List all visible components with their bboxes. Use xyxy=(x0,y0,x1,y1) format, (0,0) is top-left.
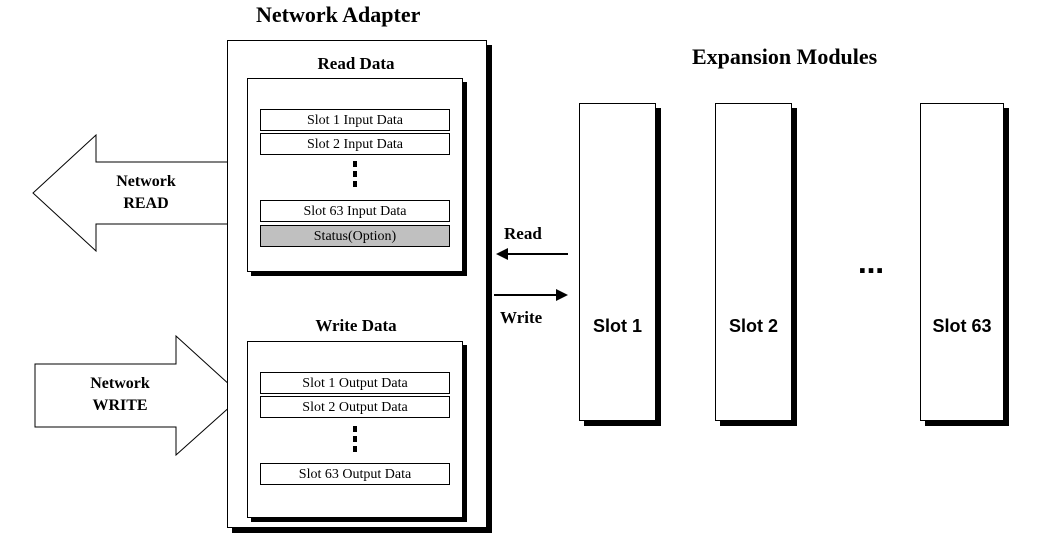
network-read-label: Network READ xyxy=(96,171,196,215)
read-arrow-head xyxy=(496,248,508,260)
network-write-line2: WRITE xyxy=(92,397,148,414)
read-data-box: Slot 1 Input Data Slot 2 Input Data Slot… xyxy=(247,78,463,272)
slot-module-2: Slot 2 xyxy=(715,103,792,421)
expansion-modules-title: Expansion Modules xyxy=(692,44,878,69)
write-data-box: Slot 1 Output Data Slot 2 Output Data Sl… xyxy=(247,341,463,518)
bus-read-label: Read xyxy=(504,224,542,243)
read-data-title: Read Data xyxy=(317,54,395,73)
slot-module-1: Slot 1 xyxy=(579,103,656,421)
write-row-slot1: Slot 1 Output Data xyxy=(260,372,450,394)
slot-63-label: Slot 63 xyxy=(932,316,992,336)
network-write-label: Network WRITE xyxy=(70,373,170,417)
network-read-line1: Network xyxy=(116,173,176,190)
read-row-slot63: Slot 63 Input Data xyxy=(260,200,450,222)
write-row-slot63: Slot 63 Output Data xyxy=(260,463,450,485)
read-row-slot1: Slot 1 Input Data xyxy=(260,109,450,131)
adapter-title: Network Adapter xyxy=(256,2,421,27)
write-ellipsis-dots xyxy=(353,426,357,456)
slot-1-label: Slot 1 xyxy=(592,316,642,336)
bus-write-label: Write xyxy=(500,308,543,327)
read-row-slot2: Slot 2 Input Data xyxy=(260,133,450,155)
write-data-title: Write Data xyxy=(315,316,397,335)
read-ellipsis-dots xyxy=(353,161,357,191)
read-row-status: Status(Option) xyxy=(260,225,450,247)
write-arrow-head xyxy=(556,289,568,301)
network-read-arrow xyxy=(32,133,229,253)
network-read-line2: READ xyxy=(123,195,169,212)
network-write-line1: Network xyxy=(90,375,150,392)
slot-module-63: Slot 63 xyxy=(920,103,1004,421)
slot-2-label: Slot 2 xyxy=(728,316,778,336)
network-write-arrow xyxy=(34,334,243,457)
write-row-slot2: Slot 2 Output Data xyxy=(260,396,450,418)
slots-ellipsis: … xyxy=(858,250,884,280)
